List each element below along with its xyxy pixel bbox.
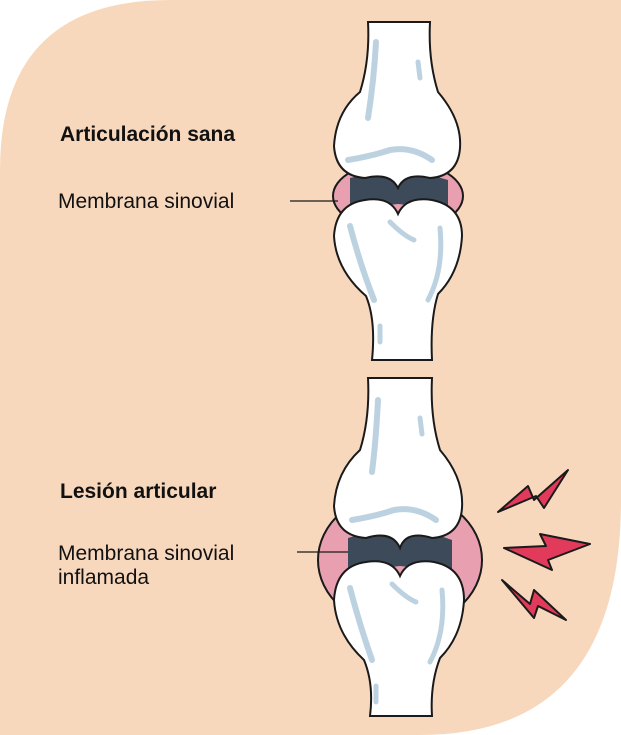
- healthy-lower-bone-highlight3: [425, 225, 444, 303]
- healthy-title: Articulación sana: [60, 123, 235, 146]
- corner-cutout: [420, 500, 621, 735]
- injured-membrane-label-line2: inflamada: [58, 566, 149, 589]
- injured-upper-bone: [332, 377, 464, 551]
- injured-lower-bone-highlight2: [389, 581, 419, 605]
- pain-indicator: [497, 469, 591, 621]
- healthy-upper-bone: [332, 21, 462, 191]
- injured-upper-bone-highlight: [369, 397, 381, 475]
- injured-joint: [297, 377, 483, 717]
- injured-lower-bone: [332, 560, 466, 717]
- healthy-upper-bone-dot: [415, 59, 423, 81]
- lightning-bolt-icon: [501, 579, 567, 621]
- healthy-lower-bone-highlight2: [387, 219, 417, 243]
- injured-upper-bone-highlight2: [349, 506, 439, 523]
- healthy-joint: [290, 21, 464, 361]
- healthy-lower-bone: [332, 198, 464, 361]
- healthy-upper-bone-highlight2: [345, 146, 435, 163]
- lightning-bolt-icon: [497, 469, 569, 513]
- injured-lower-bone-highlight3: [427, 587, 446, 665]
- healthy-membrane-label: Membrana sinovial: [58, 190, 234, 213]
- injured-lower-bone-highlight: [347, 585, 375, 663]
- injured-membrane-label-line1: Membrana sinovial: [58, 542, 234, 565]
- injured-upper-bone-dot: [417, 415, 425, 437]
- lightning-bolt-icon: [503, 533, 591, 571]
- injured-title: Lesión articular: [60, 480, 216, 503]
- healthy-lower-bone-highlight: [347, 223, 377, 303]
- healthy-upper-bone-highlight: [365, 39, 379, 121]
